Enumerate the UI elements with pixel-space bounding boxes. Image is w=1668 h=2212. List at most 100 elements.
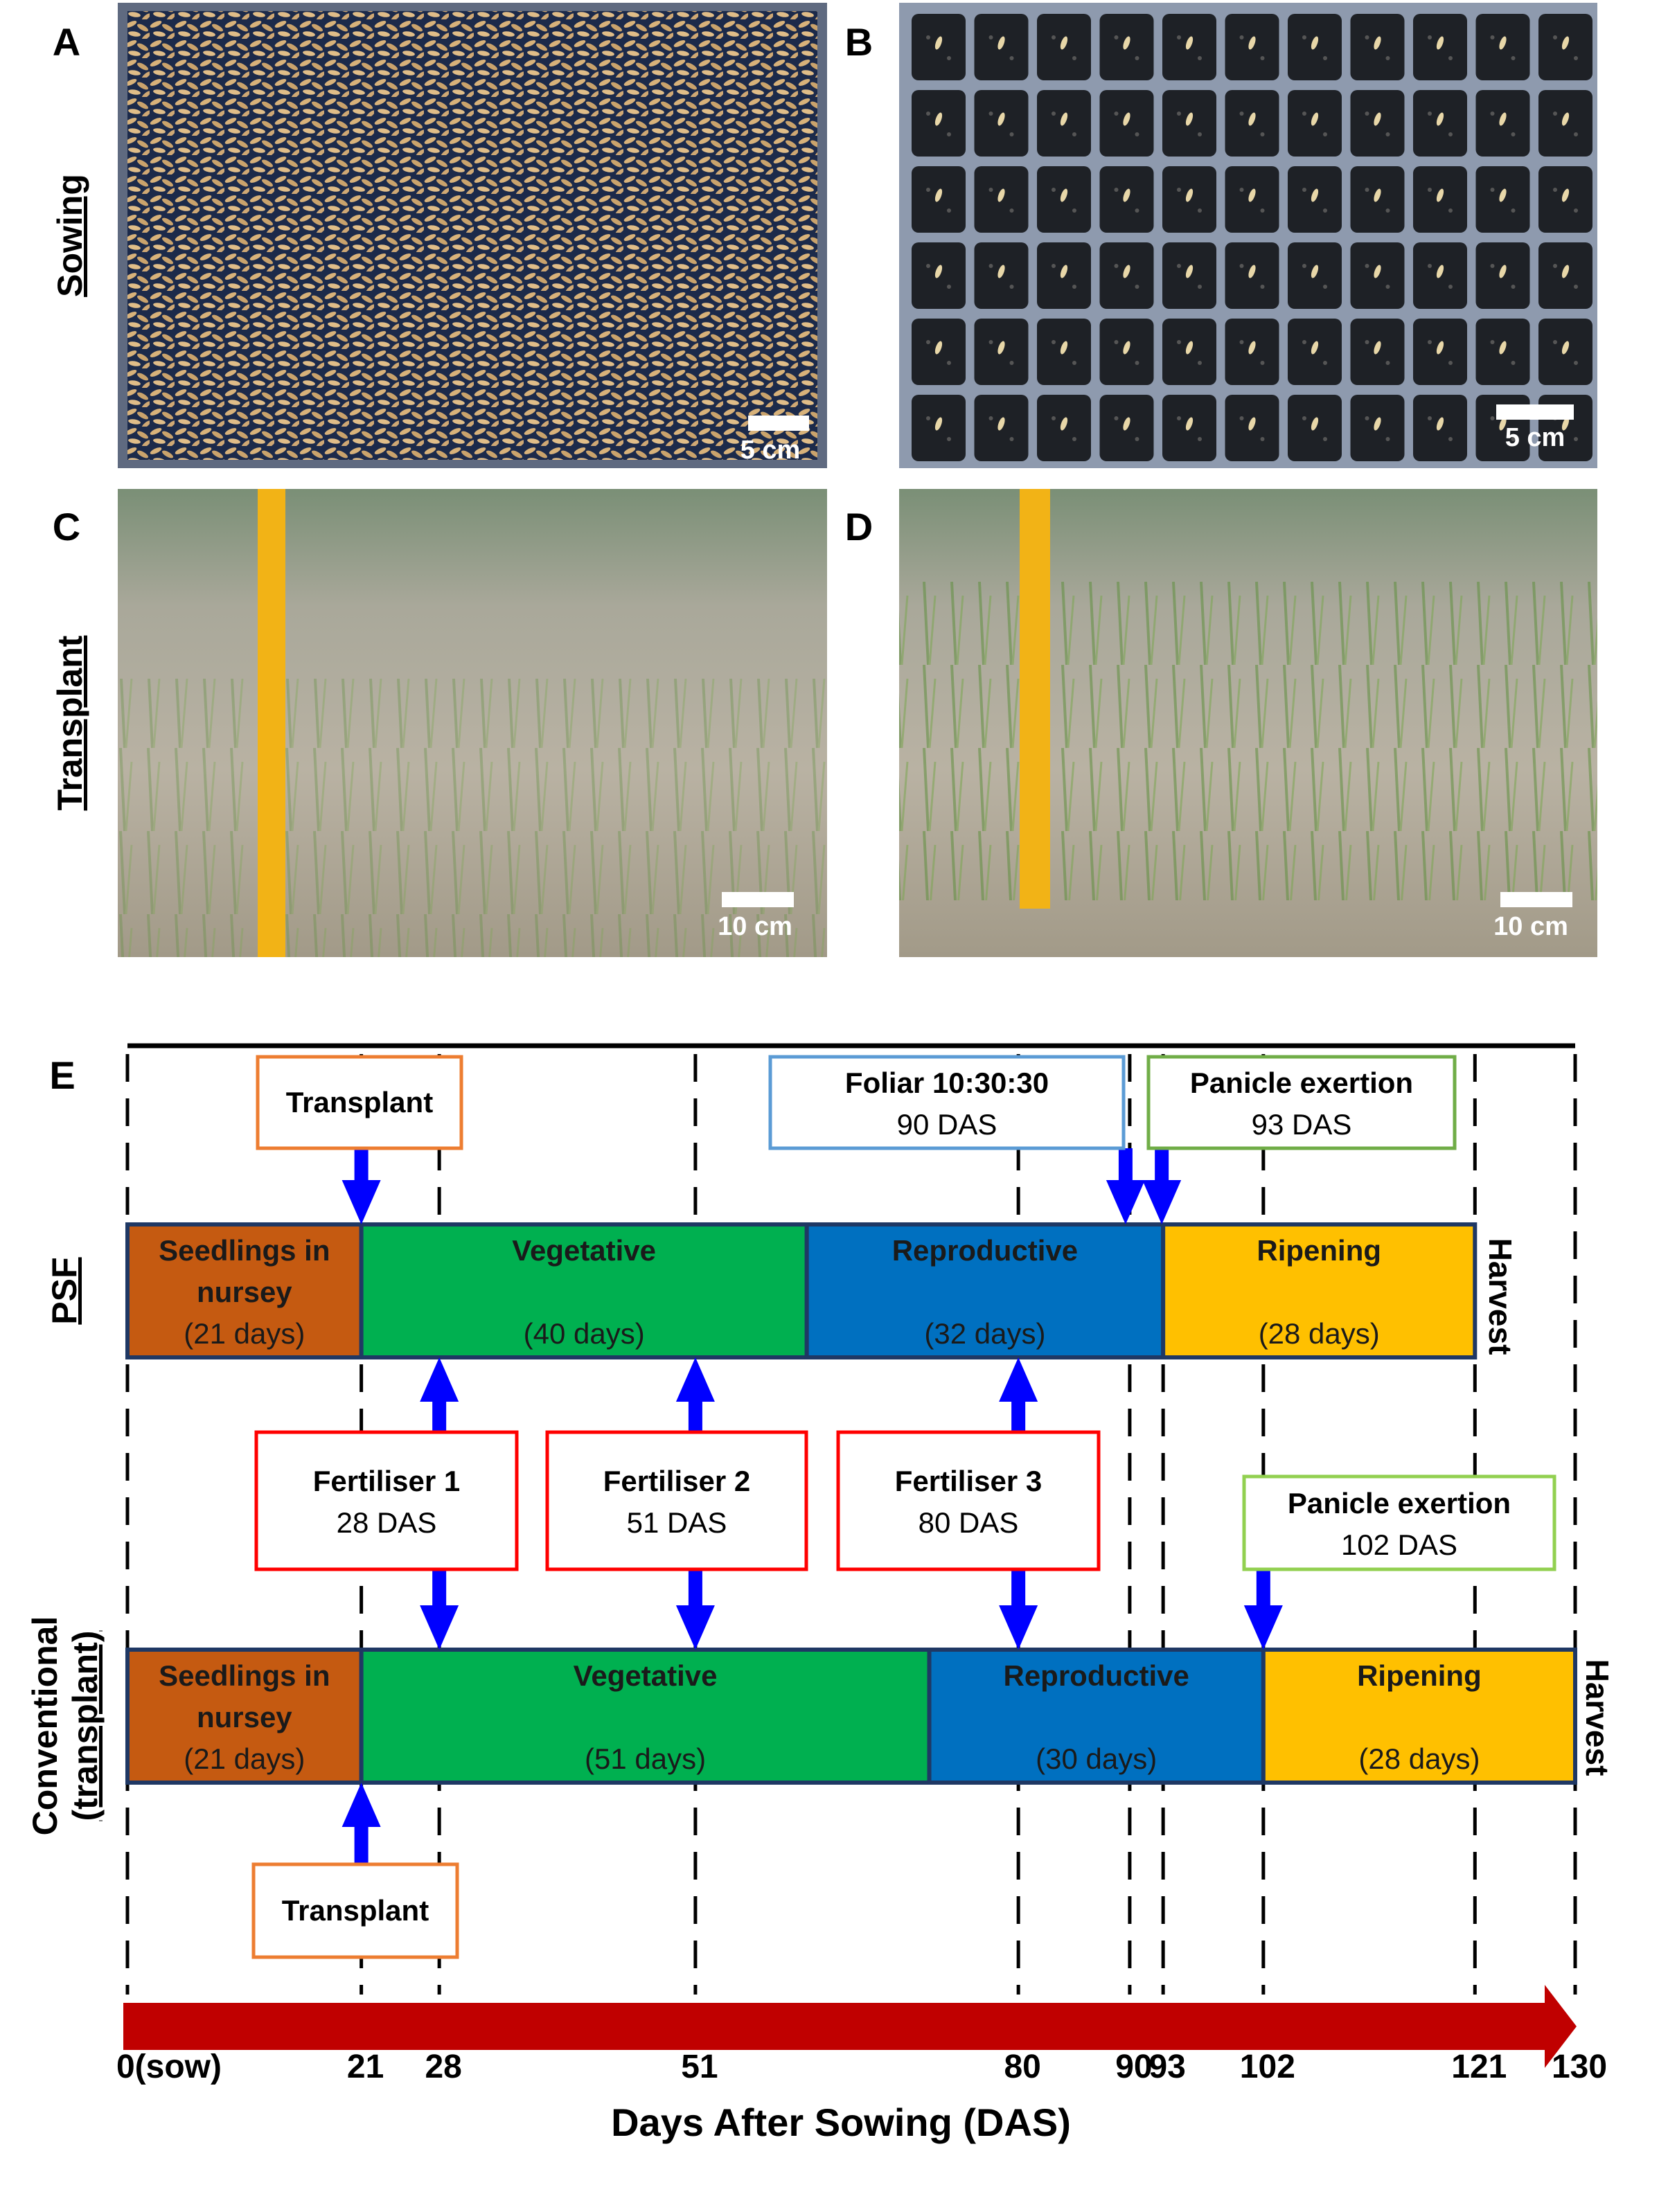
panel-label-a: A xyxy=(53,20,80,64)
tick-label: 90 xyxy=(1115,2049,1152,2085)
stage-name: Vegetative xyxy=(574,1659,718,1692)
event-title: Fertiliser 2 xyxy=(603,1465,750,1497)
panicle-arrow-icon xyxy=(1142,1148,1182,1224)
stage-bar xyxy=(125,1648,364,1785)
row-label-sowing: Sowing xyxy=(51,174,89,297)
panel-b-photo: 5 cm xyxy=(899,3,1597,468)
scale-bar xyxy=(1496,404,1574,420)
scale-label: 10 cm xyxy=(1493,912,1568,941)
panel-d-photo: 10 cm xyxy=(899,489,1597,957)
fertiliser-up-arrow-icon xyxy=(675,1357,715,1432)
event-title: Fertiliser 1 xyxy=(313,1465,460,1497)
tick-label: 93 xyxy=(1148,2049,1185,2085)
stage-name: Vegetative xyxy=(512,1234,656,1267)
stage-name: Ripening xyxy=(1357,1659,1482,1692)
stage-bar xyxy=(359,1222,809,1359)
fertiliser-down-arrow-icon xyxy=(675,1569,715,1650)
panel-label-d: D xyxy=(845,505,873,548)
event-title: Transplant xyxy=(286,1086,433,1118)
time-axis-arrow xyxy=(123,1985,1577,2068)
scale-bar xyxy=(1500,892,1572,907)
event-das: 28 DAS xyxy=(337,1506,437,1539)
conventional-label: Conventional xyxy=(26,1616,64,1836)
event-box-fert2 xyxy=(545,1430,808,1571)
stage-name: Reproductive xyxy=(892,1234,1078,1267)
event-das: 51 DAS xyxy=(627,1506,727,1539)
event-boxes: Transplant Foliar 10:30:30 90 DAS Panicle e… xyxy=(251,1055,1556,1959)
tick-label: 80 xyxy=(1004,2049,1040,2085)
panicle-arrow-icon xyxy=(1243,1569,1283,1650)
panel-a-photo: 5 cm xyxy=(118,3,827,468)
stage-duration: (28 days) xyxy=(1259,1317,1380,1350)
event-box-conv-panicle xyxy=(1242,1474,1556,1571)
stage-duration: (51 days) xyxy=(585,1742,706,1775)
event-title: Foliar 10:30:30 xyxy=(845,1067,1049,1099)
stage-bar xyxy=(804,1222,1166,1359)
scale-label: 5 cm xyxy=(740,436,801,465)
stage-duration: (21 days) xyxy=(184,1742,305,1775)
transplant-arrow-icon xyxy=(341,1783,381,1864)
fertiliser-up-arrow-icon xyxy=(420,1357,459,1432)
stage-bar xyxy=(359,1648,932,1785)
row-label-transplant: Transplant xyxy=(51,635,89,810)
tick-label: 130 xyxy=(1552,2049,1607,2085)
event-das: 102 DAS xyxy=(1341,1528,1457,1561)
event-das: 93 DAS xyxy=(1252,1108,1352,1141)
stage-duration: (30 days) xyxy=(1036,1742,1157,1775)
scale-label: 10 cm xyxy=(718,912,792,941)
event-box-fert1 xyxy=(254,1430,519,1571)
fertiliser-down-arrow-icon xyxy=(420,1569,459,1650)
tick-label: 121 xyxy=(1451,2049,1507,2085)
tick-label: 0(sow) xyxy=(116,2049,222,2085)
stage-bar xyxy=(1161,1222,1478,1359)
stage-duration: (32 days) xyxy=(924,1317,1045,1350)
fertiliser-down-arrow-icon xyxy=(999,1569,1038,1650)
event-title: Panicle exertion xyxy=(1190,1067,1413,1099)
fertiliser-up-arrow-icon xyxy=(999,1357,1038,1432)
event-box-foliar xyxy=(768,1055,1126,1150)
stage-name: Ripening xyxy=(1257,1234,1381,1267)
stage-duration: (28 days) xyxy=(1358,1742,1480,1775)
event-title: Transplant xyxy=(282,1894,429,1927)
tick-label: 51 xyxy=(681,2049,718,2085)
stage-name-line2: nursey xyxy=(197,1276,292,1308)
panel-label-e: E xyxy=(49,1053,75,1097)
stage-name: Seedlings in xyxy=(159,1659,330,1692)
panel-label-b: B xyxy=(845,20,873,64)
foliar-arrow-icon xyxy=(1106,1148,1145,1224)
stage-bar xyxy=(927,1648,1266,1785)
stage-name: Seedlings in xyxy=(159,1234,330,1267)
stage-duration: (21 days) xyxy=(184,1317,305,1350)
conv-harvest-label: Harvest xyxy=(1579,1659,1615,1776)
transplant-sub-label: (transplant) xyxy=(66,1631,105,1821)
scale-bar xyxy=(722,892,794,907)
stage-name-line2: nursey xyxy=(197,1701,292,1733)
stage-duration: (40 days) xyxy=(524,1317,645,1350)
tick-label: 28 xyxy=(425,2049,461,2085)
scale-label: 5 cm xyxy=(1505,423,1565,452)
stage-bars: Seedlings in nursey (21 days) Vegetative (40… xyxy=(125,1222,1578,1785)
scale-bar xyxy=(748,416,809,431)
stage-bar xyxy=(1261,1648,1578,1785)
event-das: 80 DAS xyxy=(919,1506,1019,1539)
event-arrows xyxy=(341,1148,1283,1864)
event-das: 90 DAS xyxy=(897,1108,997,1141)
axis-title: Days After Sowing (DAS) xyxy=(611,2100,1071,2144)
tick-label: 21 xyxy=(347,2049,384,2085)
tick-label: 102 xyxy=(1240,2049,1295,2085)
panel-label-c: C xyxy=(53,505,80,548)
event-box-psf-transplant xyxy=(256,1055,463,1150)
panel-c-photo: 10 cm xyxy=(118,489,827,957)
transplant-arrow-icon xyxy=(341,1148,381,1224)
event-box-psf-panicle xyxy=(1146,1055,1457,1150)
stage-name: Reproductive xyxy=(1003,1659,1189,1692)
psf-harvest-label: Harvest xyxy=(1482,1238,1518,1355)
event-title: Fertiliser 3 xyxy=(895,1465,1042,1497)
psf-label: PSF xyxy=(45,1257,84,1324)
event-title: Panicle exertion xyxy=(1288,1487,1511,1519)
event-box-fert3 xyxy=(836,1430,1101,1571)
event-box-conv-transplant xyxy=(251,1862,459,1959)
